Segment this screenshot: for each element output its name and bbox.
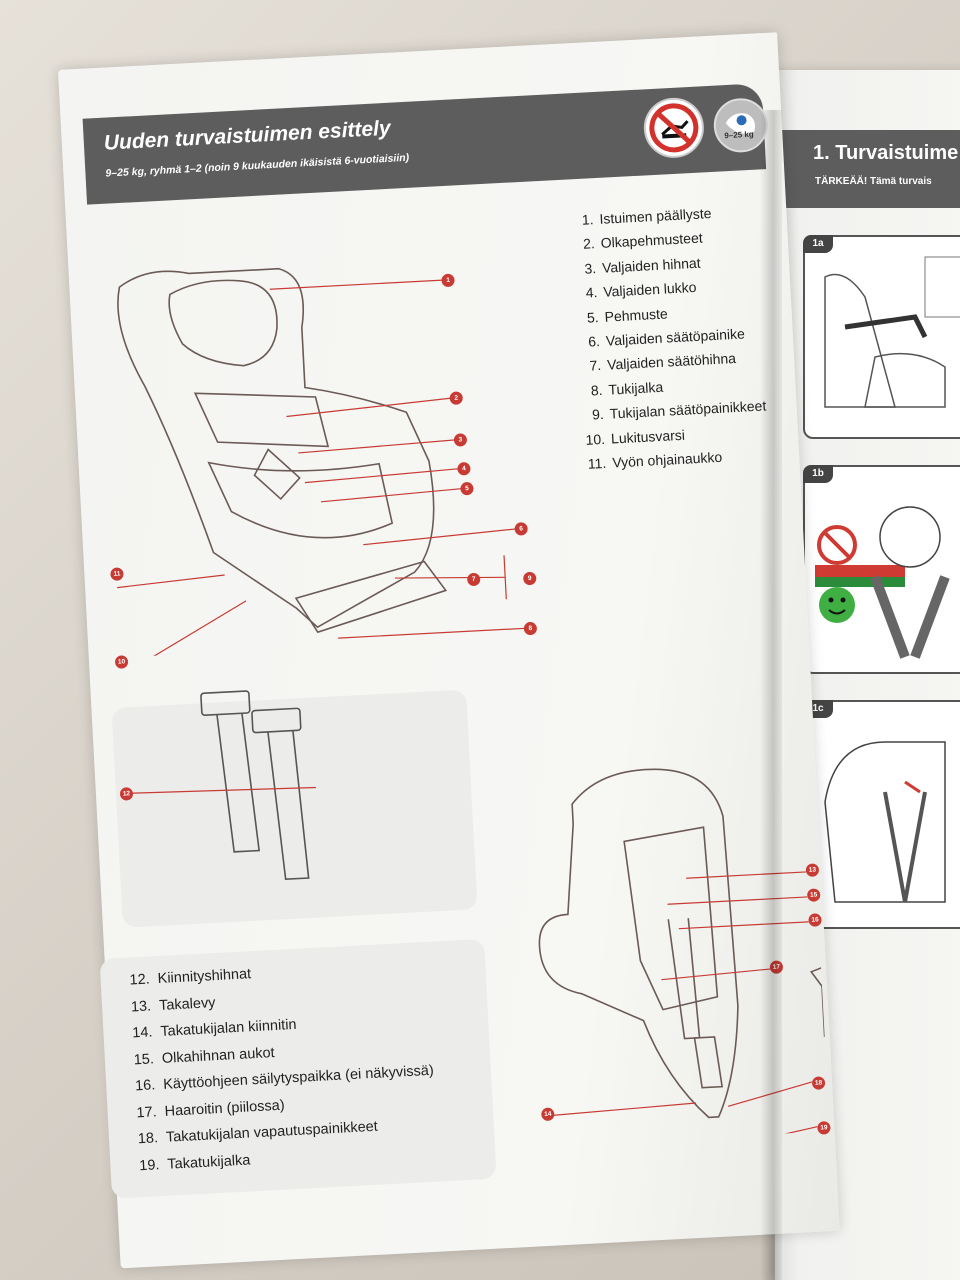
no-airbag-warning-icon	[642, 96, 706, 160]
page-subtitle: 9–25 kg, ryhmä 1–2 (noin 9 kuukauden ikä…	[105, 151, 410, 180]
right-page-title: 1. Turvaistuime	[813, 142, 959, 164]
left-page: Uuden turvaistuimen esittely 9–25 kg, ry…	[58, 32, 840, 1269]
legend-bottom-list: 12.Kiinnityshihnat 13.Takalevy 14.Takatu…	[125, 952, 438, 1180]
callout-16: 16	[808, 913, 822, 927]
panel-1b: 1b	[803, 465, 960, 674]
panel-1b-label: 1b	[803, 465, 833, 483]
child-harness-illustration	[815, 506, 950, 659]
callout-19: 19	[817, 1121, 831, 1135]
seat-front-diagram	[117, 267, 530, 659]
book-gutter-shadow	[760, 110, 782, 1280]
seat-back-illustration	[824, 741, 946, 903]
panel-1a-label: 1a	[803, 235, 833, 253]
panel-1a: 1a	[803, 235, 960, 439]
legend-top-list: 1.Istuimen päällyste 2.Olkapehmusteet 3.…	[571, 199, 769, 477]
page-title: Uuden turvaistuimen esittely	[103, 116, 392, 155]
smiley-icon	[819, 587, 855, 623]
right-page-subtitle: TÄRKEÄÄ! Tämä turvais	[815, 176, 932, 187]
callout-10: 10	[114, 655, 129, 669]
tether-straps-diagram	[200, 690, 310, 881]
callout-15: 15	[806, 888, 821, 902]
panel-1c: 1c	[803, 700, 960, 929]
right-page-header: 1. Turvaistuime TÄRKEÄÄ! Tämä turvais	[775, 130, 960, 208]
weight-group-badge: 9–25 kg	[712, 96, 770, 154]
page-header: Uuden turvaistuimen esittely 9–25 kg, ry…	[82, 83, 770, 205]
callout-13: 13	[805, 863, 820, 877]
strap-leader	[129, 786, 316, 794]
weight-badge-label: 9–25 kg	[724, 129, 754, 141]
seat-strap-illustration	[824, 256, 960, 408]
right-page: 1. Turvaistuime TÄRKEÄÄ! Tämä turvais 1a…	[775, 70, 960, 1280]
